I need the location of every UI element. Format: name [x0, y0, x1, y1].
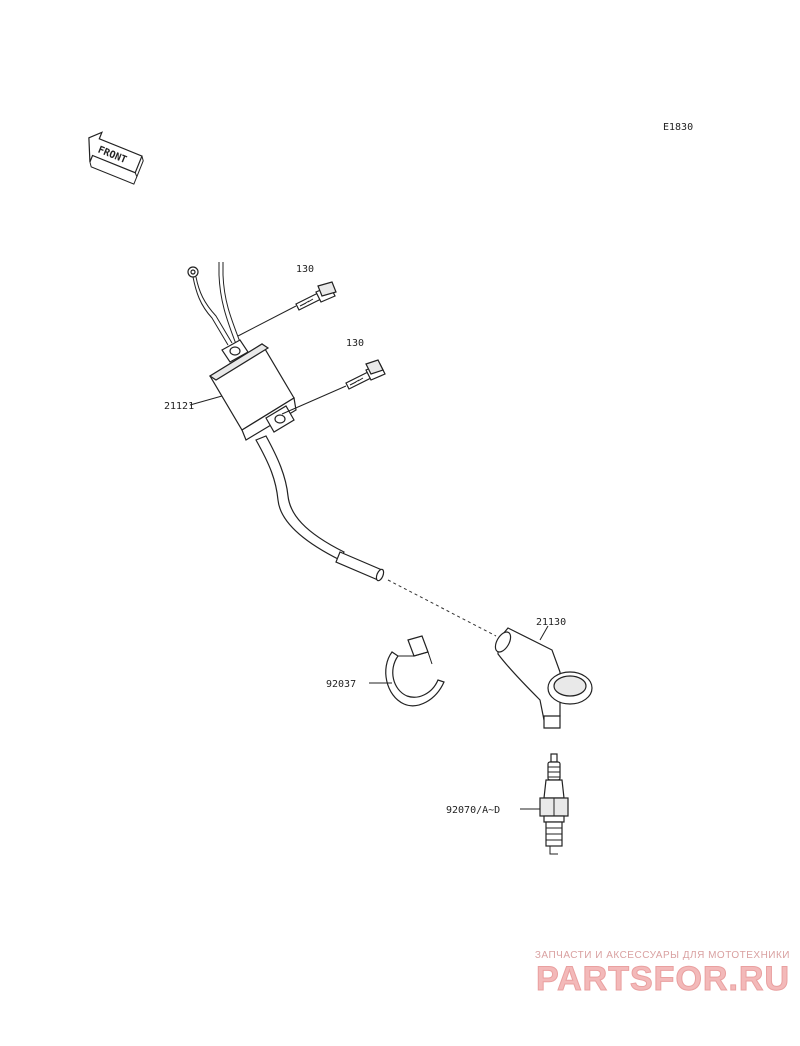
front-arrow-icon: FRONT: [88, 131, 144, 185]
label-spark-plug: 92070/A~D: [446, 805, 500, 816]
diagram-code: E1830: [663, 122, 693, 133]
label-bolt-lower: 130: [346, 338, 364, 349]
label-ignition-coil: 21121: [164, 401, 194, 412]
clamp: [385, 635, 445, 707]
ignition-coil: [208, 339, 385, 582]
label-plug-cap: 21130: [536, 617, 566, 628]
watermark-brand: PARTSFOR.RU: [535, 960, 790, 998]
spark-plug: [539, 753, 569, 855]
watermark: ЗАПЧАСТИ И АКСЕССУАРЫ ДЛЯ МОТОТЕХНИКИ PA…: [486, 950, 790, 998]
label-bolt-upper: 130: [296, 264, 314, 275]
assembly-line: [387, 579, 497, 637]
watermark-subtitle: ЗАПЧАСТИ И АКСЕССУАРЫ ДЛЯ МОТОТЕХНИКИ: [534, 950, 790, 961]
coil-lead-wires: [187, 262, 241, 346]
label-clamp: 92037: [326, 679, 356, 690]
bolt-upper: [295, 281, 337, 311]
bolt-lower: [345, 359, 386, 390]
plug-cap: [494, 627, 593, 729]
